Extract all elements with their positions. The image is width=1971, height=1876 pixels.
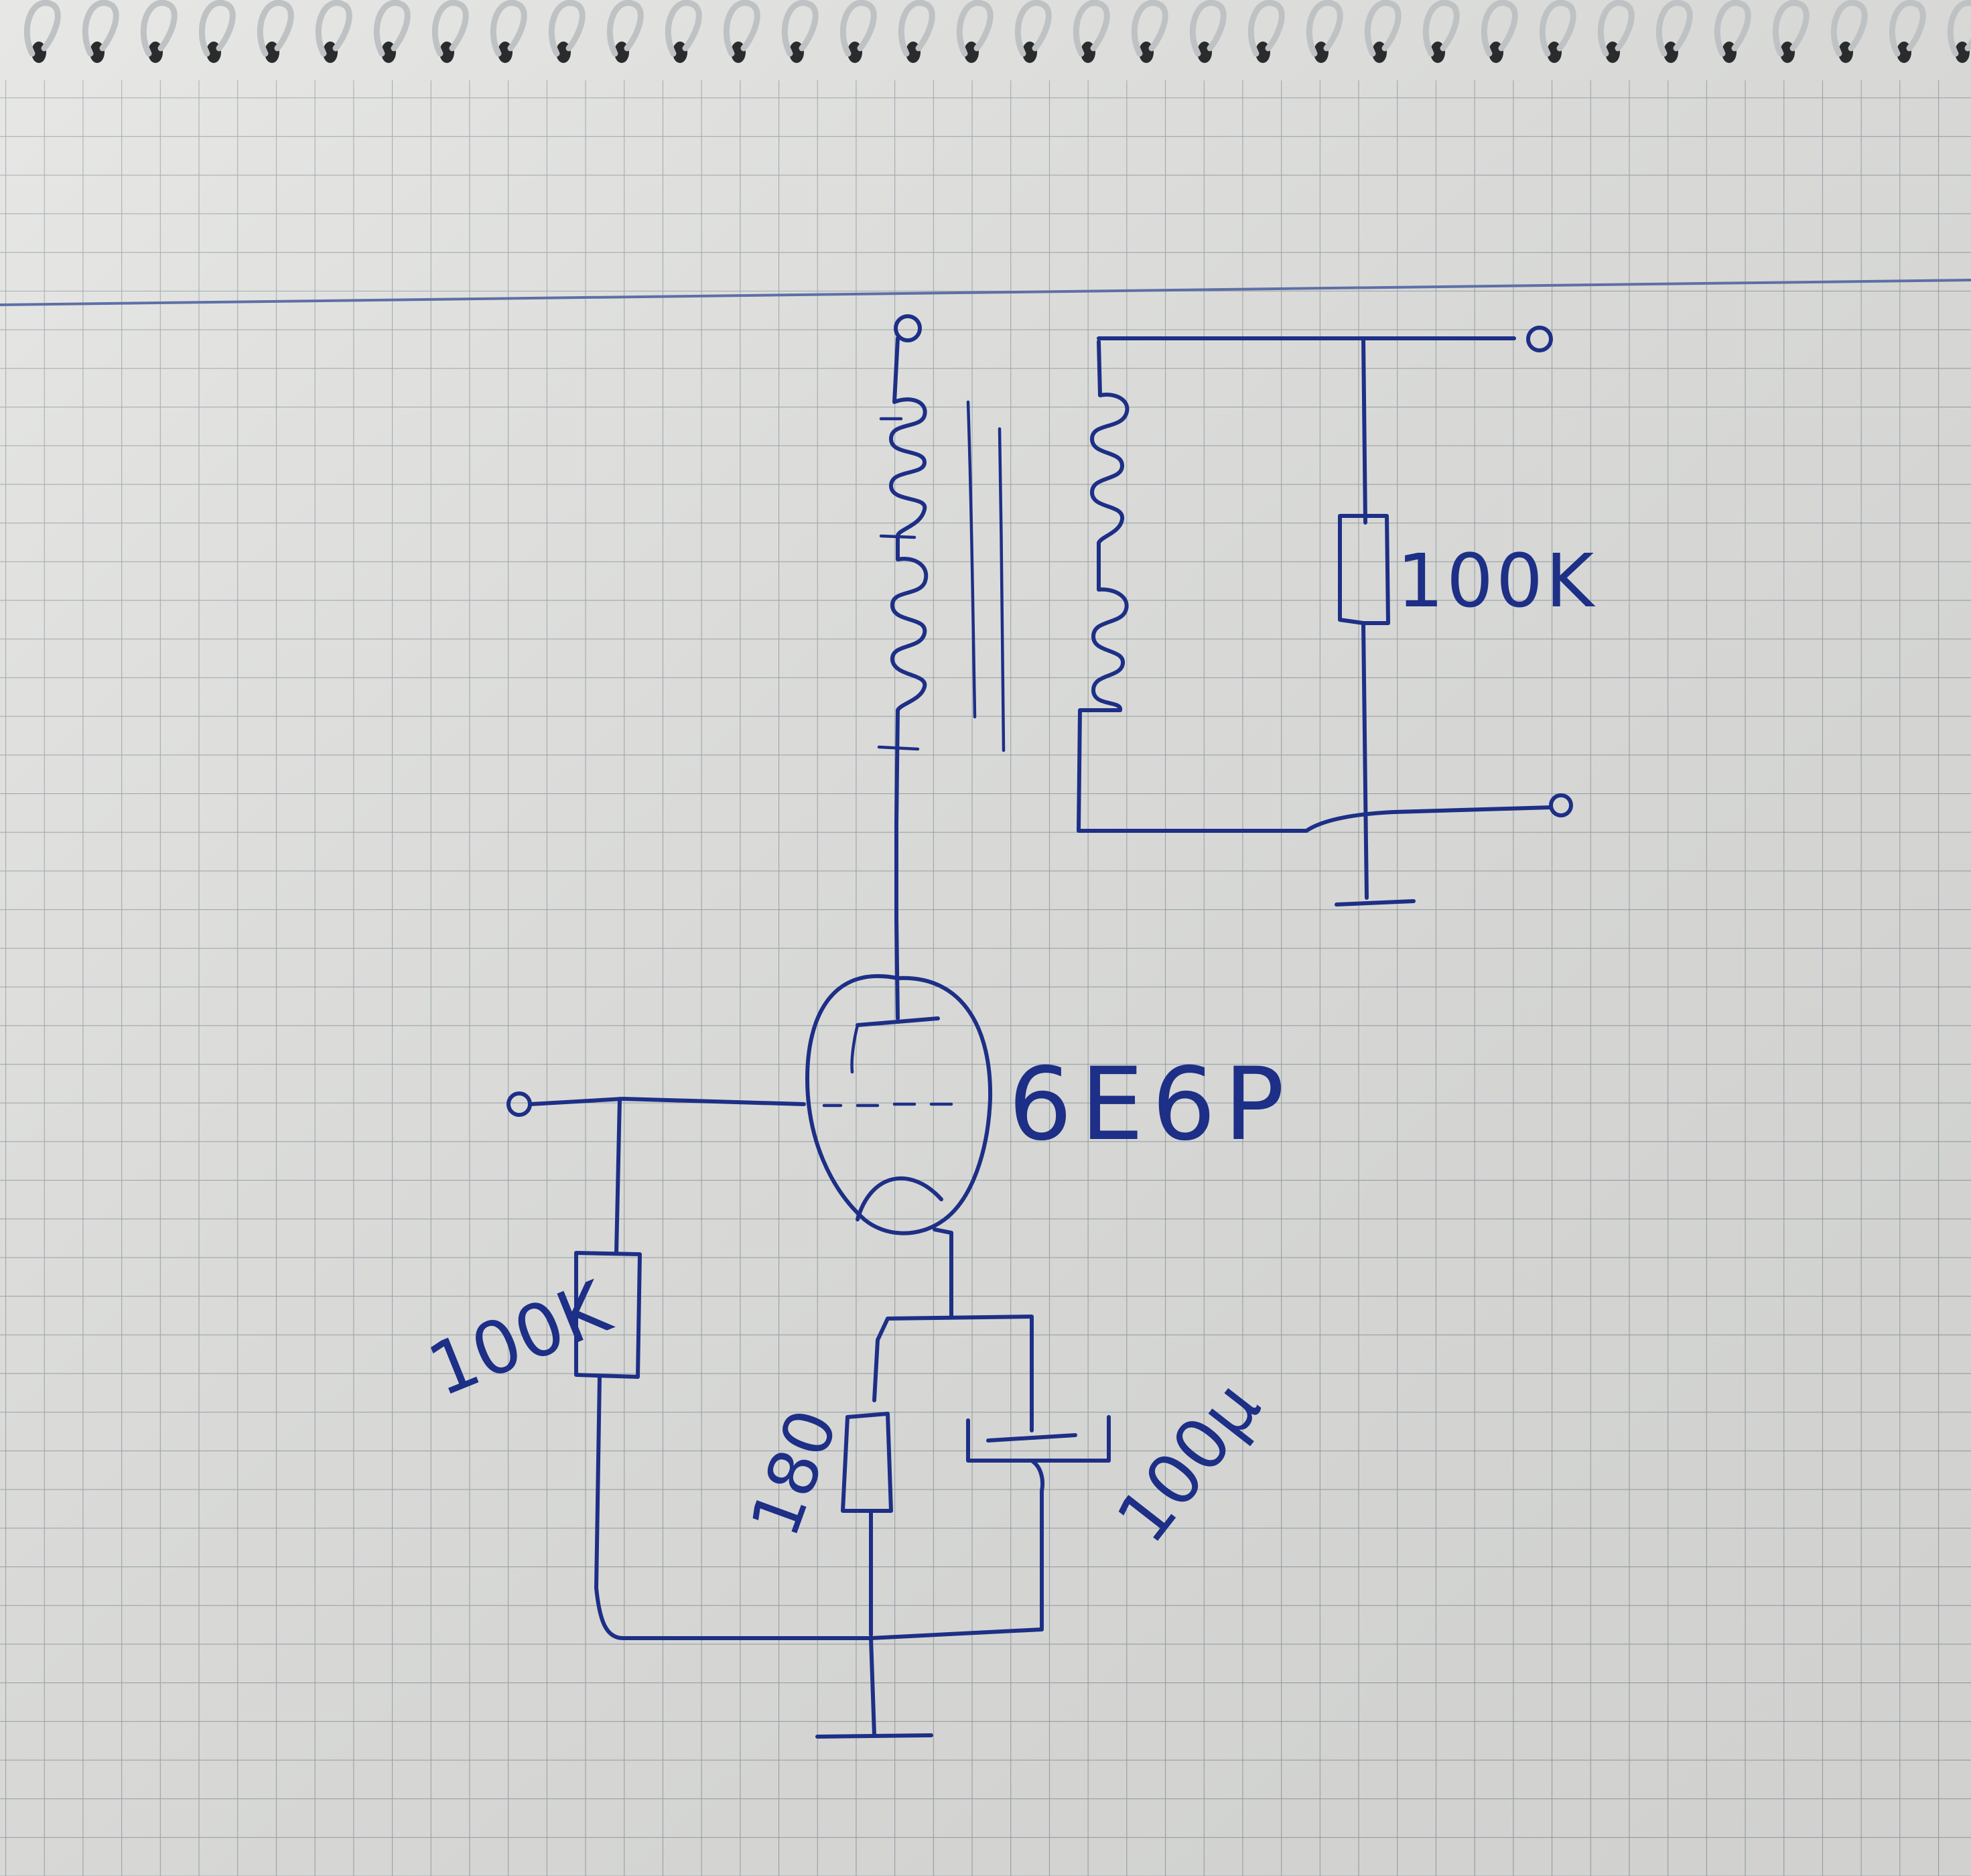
schematic: [506, 314, 1573, 1739]
output-bottom-terminal: [1549, 793, 1573, 817]
grid-resistor-wire-bottom: [594, 1375, 602, 1590]
spiral-loop: [1539, 0, 1576, 57]
spiral-loop: [898, 0, 935, 57]
spiral-loop: [373, 0, 411, 57]
transformer-core-line-1: [966, 400, 977, 719]
spiral-loop: [1247, 0, 1285, 57]
spiral-loop: [198, 0, 236, 57]
tube-label: 6E6P: [1008, 1047, 1292, 1163]
bypass-cap-lead-bottom: [1030, 1459, 1045, 1630]
plate-inner-arc: [850, 1023, 860, 1074]
spiral-loop: [1306, 0, 1343, 57]
load-resistor-label: 100K: [1397, 538, 1596, 624]
tube-grid: [822, 1102, 953, 1108]
load-resistor-wire-bottom: [1361, 621, 1369, 900]
grid-resistor-body: [574, 1251, 642, 1379]
cathode-lead: [933, 1227, 953, 1319]
spiral-loop: [606, 0, 644, 57]
primary-tap-left: [877, 417, 920, 751]
spiral-loop: [1830, 0, 1868, 57]
spiral-loop: [723, 0, 760, 57]
transformer-core-line-2: [998, 427, 1006, 752]
spiral-loop: [839, 0, 877, 57]
spiral-loop: [140, 0, 178, 57]
spiral-loop: [1772, 0, 1810, 57]
spiral-loop: [1947, 0, 1971, 57]
spiral-loop: [1481, 0, 1518, 57]
spiral-loop: [956, 0, 994, 57]
cathode-resistor-lead: [872, 1338, 880, 1402]
spiral-loop: [1189, 0, 1227, 57]
bypass-cap-plate-bottom: [966, 1415, 1111, 1463]
bplus-terminal: [894, 314, 922, 342]
spiral-loop: [1714, 0, 1751, 57]
spiral-loop: [490, 0, 527, 57]
margin-line: [0, 279, 1971, 306]
spiral-loop: [82, 0, 119, 57]
bypass-cap-plate-top: [986, 1433, 1077, 1443]
spiral-loop: [431, 0, 469, 57]
tube-plate: [856, 1016, 940, 1027]
main-ground-lead: [869, 1636, 876, 1737]
transformer-primary: [889, 336, 929, 920]
output-top-terminal: [1526, 326, 1553, 352]
output-bottom-wire: [1304, 805, 1553, 833]
spiral-loop: [1597, 0, 1635, 57]
tube-cathode: [856, 1176, 943, 1221]
cathode-resistor-body: [841, 1412, 893, 1513]
spiral-loop: [257, 0, 294, 57]
load-resistor-wire-top: [1361, 336, 1367, 525]
spiral-loop: [1422, 0, 1460, 57]
spiral-loop: [1889, 0, 1926, 57]
spiral-loop: [1364, 0, 1402, 57]
spiral-loop: [1073, 0, 1110, 57]
spiral-loop: [781, 0, 819, 57]
spiral-loop: [1131, 0, 1168, 57]
tube-envelope: [805, 974, 993, 1235]
load-resistor-body: [1338, 514, 1390, 625]
secondary-ground: [1335, 899, 1416, 907]
cathode-bus: [876, 1315, 1034, 1432]
plate-lead: [894, 916, 900, 1020]
grid-resistor-wire-top: [614, 1097, 622, 1255]
bottom-bus: [594, 1586, 1044, 1640]
transformer-secondary: [1077, 340, 1308, 833]
spiral-loop: [315, 0, 352, 57]
main-ground: [815, 1733, 933, 1739]
spiral-binding: [23, 0, 1971, 63]
grid-wire: [529, 1097, 806, 1106]
spiral-loop: [1014, 0, 1052, 57]
spiral-loop: [1655, 0, 1693, 57]
spiral-loop: [548, 0, 586, 57]
spiral-loop: [665, 0, 702, 57]
spiral-loop: [23, 0, 61, 57]
